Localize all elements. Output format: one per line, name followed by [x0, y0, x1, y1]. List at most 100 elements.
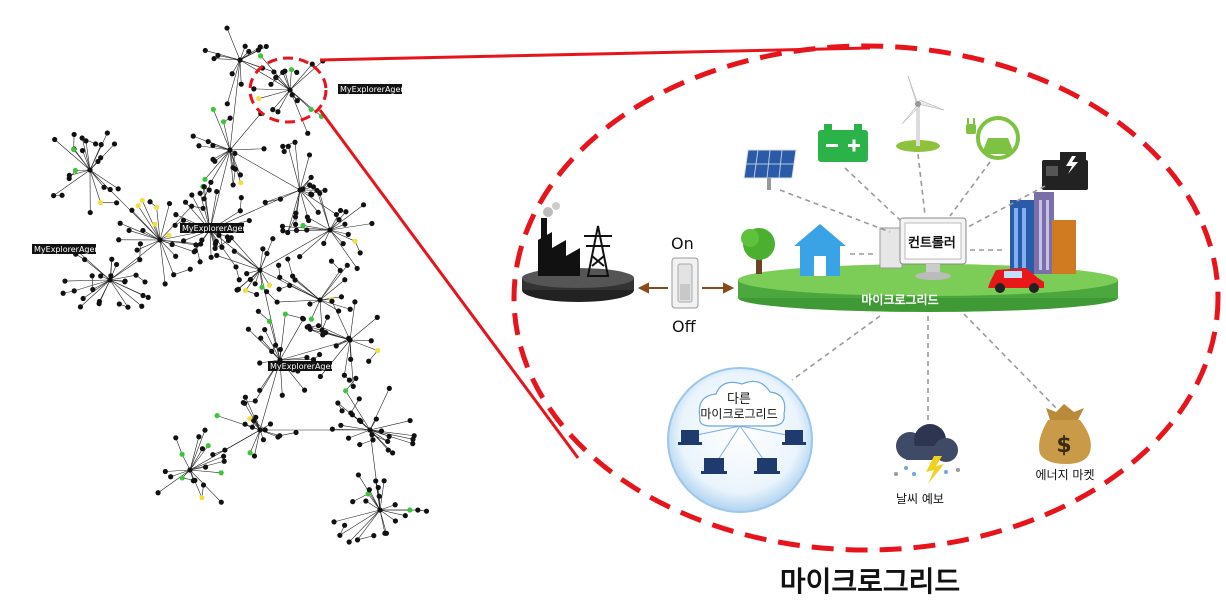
graph-node: [273, 342, 279, 348]
graph-edge: [331, 301, 351, 341]
laptop-icon: [678, 430, 806, 474]
graph-node: [269, 348, 275, 354]
graph-node: [357, 441, 363, 448]
graph-node: [196, 434, 202, 440]
graph-node: [193, 242, 199, 248]
graph-edge: [344, 339, 351, 376]
graph-node: [308, 191, 314, 197]
graph-edge: [229, 149, 301, 191]
graph-node: [345, 231, 351, 237]
graph-node: [344, 262, 350, 268]
graph-edge: [289, 63, 313, 91]
graph-node: [273, 74, 279, 81]
graph-edge: [357, 509, 381, 541]
graph-edge: [82, 279, 111, 299]
graph-node: [97, 200, 104, 206]
graph-node: [79, 147, 86, 154]
graph-node: [266, 282, 273, 288]
graph-node: [220, 453, 227, 459]
graph-edge: [289, 69, 292, 91]
graph-node: [242, 43, 248, 49]
graph-node: [282, 311, 288, 317]
graph-node: [134, 247, 140, 253]
graph-node: [210, 451, 216, 458]
graph-edge: [311, 299, 321, 320]
graph-node: [376, 493, 382, 499]
graph-node: [236, 277, 242, 283]
graph-edge: [223, 121, 231, 151]
agent-tag-bg: [338, 84, 402, 94]
graph-edge: [203, 186, 211, 231]
graph-node: [256, 96, 262, 102]
graph-edge: [369, 388, 390, 431]
graph-edge: [170, 469, 191, 478]
graph-edge: [349, 339, 354, 387]
graph-node: [327, 227, 333, 233]
graph-edge: [259, 269, 270, 286]
graph-node: [238, 81, 244, 87]
graph-edge: [318, 325, 351, 341]
graph-node: [306, 152, 313, 158]
graph-node: [262, 199, 268, 205]
graph-node: [407, 507, 413, 513]
graph-node: [199, 495, 205, 501]
graph-node: [218, 499, 224, 505]
graph-edge: [232, 169, 236, 185]
graph-edge: [193, 135, 231, 151]
graph-node: [208, 179, 214, 185]
graph-node: [139, 303, 145, 309]
graph-edge: [379, 509, 406, 516]
agent-tag-label: MyExplorerAgent: [270, 362, 339, 371]
graph-edge: [259, 229, 331, 271]
graph-node: [202, 176, 208, 182]
graph-node: [260, 437, 267, 443]
svg-text:$: $: [1056, 433, 1071, 458]
graph-node: [264, 250, 270, 257]
graph-node: [231, 248, 237, 254]
graph-edge: [371, 434, 388, 442]
graph-node: [270, 107, 276, 113]
graph-node: [305, 130, 311, 136]
graph-edge: [210, 149, 231, 183]
graph-node: [252, 398, 258, 404]
graph-node: [211, 55, 217, 62]
graph-node: [350, 383, 356, 389]
graph-node: [157, 237, 163, 243]
controller-computer-icon: [879, 217, 967, 280]
buildings-icon: [1010, 192, 1076, 274]
graph-node: [83, 138, 89, 144]
graph-node: [252, 281, 258, 287]
graph-edge: [258, 89, 291, 99]
graph-node: [271, 69, 277, 75]
graph-edge: [282, 72, 291, 91]
graph-node: [145, 294, 151, 300]
graph-node: [288, 66, 295, 73]
wind-turbine-icon: [896, 75, 945, 152]
graph-node: [179, 475, 185, 481]
graph-edge: [229, 149, 242, 183]
graph-edge: [89, 169, 161, 241]
graph-edge: [227, 59, 241, 104]
graph-edge: [279, 357, 307, 361]
graph-edge: [189, 469, 222, 474]
graph-edge: [299, 154, 310, 191]
switch-on-label: On: [671, 234, 694, 253]
weather-storm-icon: [894, 424, 960, 484]
graph-node: [267, 421, 274, 427]
graph-node: [172, 222, 178, 228]
graph-edge: [81, 137, 91, 171]
graph-edge: [89, 169, 105, 188]
graph-edge: [259, 269, 263, 288]
graph-node: [90, 286, 96, 293]
graph-node: [385, 447, 391, 453]
graph-node: [297, 187, 303, 193]
graph-node: [292, 139, 298, 145]
graph-node: [381, 478, 387, 484]
graph-node: [343, 209, 349, 215]
graph-node: [270, 236, 276, 242]
graph-node: [237, 208, 243, 214]
graph-node: [378, 428, 385, 434]
graph-node: [386, 385, 392, 391]
graph-node: [125, 304, 131, 310]
graph-edge: [204, 149, 231, 180]
